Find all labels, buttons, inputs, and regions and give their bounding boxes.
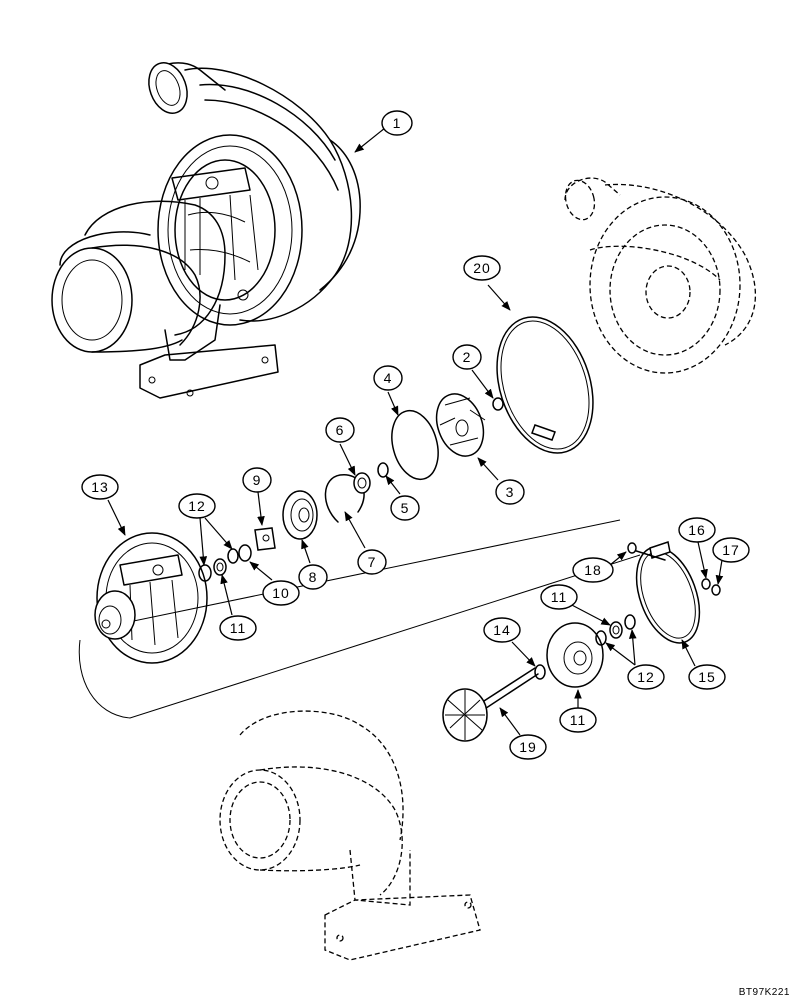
part-21-retaining-ring	[496, 316, 594, 454]
svg-text:8: 8	[309, 569, 318, 585]
svg-text:18: 18	[584, 562, 602, 578]
svg-text:3: 3	[506, 484, 515, 500]
part-14-backplate	[546, 622, 604, 688]
callout-18: 16	[678, 517, 716, 543]
part-12-ring-right	[595, 630, 607, 646]
part-6-seal-sleeve	[353, 472, 371, 494]
callout-20: 18	[572, 557, 614, 583]
part-9-thrust-bearing	[254, 527, 276, 551]
part-7-snap-ring	[324, 474, 365, 523]
svg-text:15: 15	[698, 669, 716, 685]
svg-text:5: 5	[401, 500, 410, 516]
callout-1: 1	[381, 110, 413, 136]
part-18-washer	[701, 578, 711, 590]
svg-text:19: 19	[519, 739, 537, 755]
callout-21: 20	[463, 255, 501, 281]
callout-16: 19	[509, 734, 547, 760]
svg-text:11: 11	[551, 589, 568, 605]
callout-11-left: 11	[219, 615, 257, 641]
svg-text:16: 16	[688, 522, 706, 538]
callout-9: 9	[242, 467, 272, 493]
part-11-bearing-left	[213, 558, 227, 576]
turbine-housing-phantom	[219, 710, 481, 961]
part-16-turbine-shaft-wheel	[442, 667, 539, 742]
center-housing	[94, 532, 208, 664]
part-4-o-ring	[391, 409, 439, 481]
callout-14: 11	[559, 707, 597, 733]
assembly-guide-line-top	[99, 519, 621, 629]
part-19-nut	[711, 584, 721, 596]
svg-text:17: 17	[722, 542, 740, 558]
svg-text:7: 7	[368, 554, 377, 570]
leader-lines	[107, 127, 724, 736]
svg-text:20: 20	[473, 260, 491, 276]
turbocharger-assembly	[51, 62, 361, 399]
callout-10: 10	[262, 580, 300, 606]
part-20-bolt	[627, 542, 666, 561]
callout-11-right: 11	[540, 584, 578, 610]
callout-4: 4	[373, 365, 403, 391]
callout-12-left: 12	[178, 493, 216, 519]
svg-text:11: 11	[230, 620, 247, 636]
part-12-ring-right-2	[624, 614, 636, 630]
callout-17: 15	[688, 664, 726, 690]
svg-text:10: 10	[272, 585, 290, 601]
callout-3: 3	[495, 479, 525, 505]
svg-text:13: 13	[91, 479, 109, 495]
part-10-thrust-collar	[238, 544, 252, 562]
part-5-ring	[377, 462, 389, 478]
svg-text:9: 9	[253, 472, 262, 488]
callout-2: 2	[452, 344, 482, 370]
diagram-reference-code: BT97K221	[738, 987, 790, 998]
svg-text:12: 12	[637, 669, 655, 685]
callout-15: 14	[483, 617, 521, 643]
callout-6: 6	[325, 417, 355, 443]
svg-text:11: 11	[570, 712, 587, 728]
part-12-ring-left-2	[227, 548, 239, 564]
callout-7: 7	[357, 549, 387, 575]
svg-text:12: 12	[188, 498, 206, 514]
part-3-compressor-wheel	[435, 393, 486, 457]
callout-12-right: 12	[627, 664, 665, 690]
part-2-nut	[492, 397, 504, 411]
svg-text:4: 4	[384, 370, 393, 386]
callout-8: 8	[298, 564, 328, 590]
callout-19: 17	[712, 537, 750, 563]
svg-text:6: 6	[336, 422, 345, 438]
svg-text:1: 1	[393, 115, 402, 131]
part-17-clamp	[635, 541, 701, 644]
part-15-piston-ring	[534, 664, 546, 680]
part-8-seal-plate	[282, 490, 318, 540]
svg-text:2: 2	[463, 349, 472, 365]
svg-text:14: 14	[493, 622, 511, 638]
callout-5: 5	[390, 495, 420, 521]
compressor-housing-phantom	[564, 177, 757, 374]
callout-13: 13	[81, 474, 119, 500]
assembly-guide-line	[78, 554, 641, 719]
part-11-bearing-right	[609, 621, 623, 639]
